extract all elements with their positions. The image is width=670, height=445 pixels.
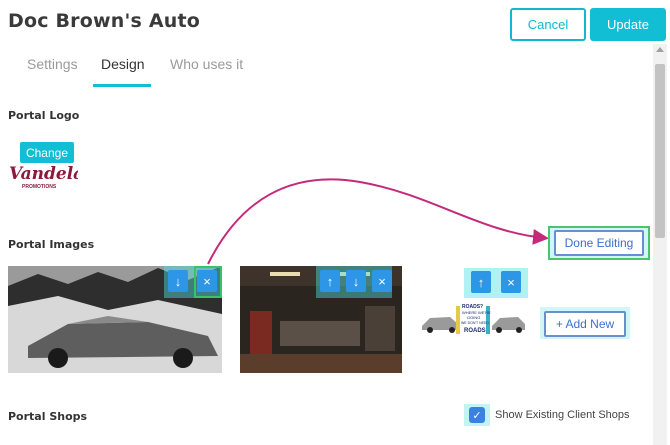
portal-logo-image: Vandelay PROMOTIONS [9,164,78,190]
portal-images-heading: Portal Images [8,238,95,251]
roads-text-2: WHERE WE'RE [462,310,491,315]
tab-design[interactable]: Design [101,56,145,72]
scroll-up-arrow-icon[interactable] [656,47,664,52]
portal-shops-heading: Portal Shops [8,410,88,423]
roads-text-1: ROADS? [462,304,483,310]
image1-remove-highlight [194,266,222,298]
show-existing-shops-label[interactable]: Show Existing Client Shops [495,409,630,421]
page-title: Doc Brown's Auto [8,10,200,32]
show-existing-shops-checkbox[interactable]: ✓ [469,407,485,423]
move-up-icon[interactable]: ↑ [320,270,340,292]
active-tab-indicator [93,84,151,87]
roads-text-3: GOING [467,315,480,320]
portal-logo-heading: Portal Logo [8,109,80,122]
move-down-icon[interactable]: ↓ [346,270,366,292]
update-button[interactable]: Update [590,8,666,41]
remove-image-icon[interactable]: × [501,271,521,293]
add-new-image-button[interactable]: + Add New [544,311,626,337]
move-up-icon[interactable]: ↑ [471,271,491,293]
change-logo-button[interactable]: Change [20,142,74,163]
tab-settings[interactable]: Settings [27,56,78,72]
logo-subtext: PROMOTIONS [22,184,57,190]
remove-image-icon[interactable]: × [372,270,392,292]
roads-text-5: ROADS [464,328,486,334]
remove-image-icon[interactable]: × [197,270,217,292]
logo-wordmark: Vandelay [9,164,78,184]
move-down-icon[interactable]: ↓ [168,270,188,292]
checkmark-icon: ✓ [472,409,482,422]
roads-text-4: WE DON'T NEED [461,321,489,325]
portal-image-roads-sign: ROADS? WHERE WE'RE GOING WE DON'T NEED R… [422,304,525,334]
done-editing-button[interactable]: Done Editing [554,230,644,256]
cancel-button[interactable]: Cancel [510,8,586,41]
tab-who-uses-it[interactable]: Who uses it [170,56,244,72]
scrollbar-thumb[interactable] [655,64,665,238]
